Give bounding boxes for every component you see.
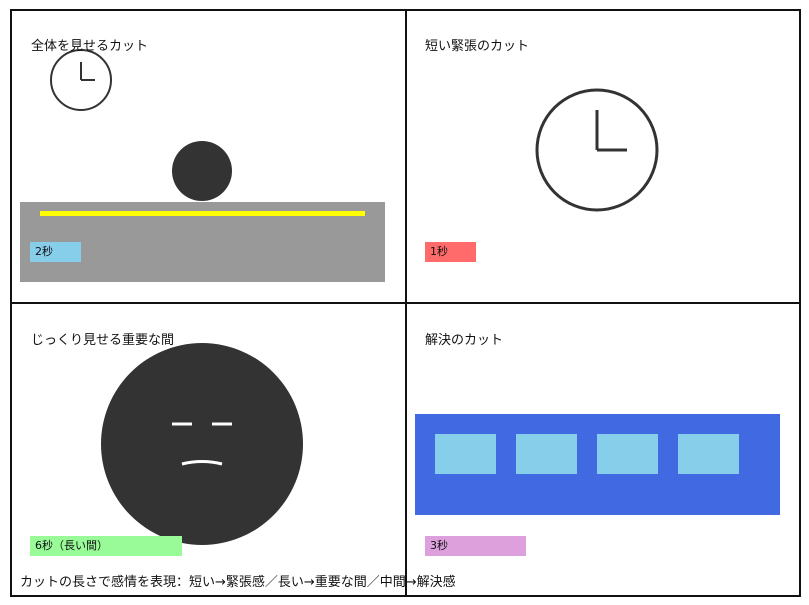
light-block-1 [435, 434, 496, 474]
panel-2-title: 短い緊張のカット [425, 39, 530, 54]
panel-frame-4 [405, 302, 801, 597]
duration-tag-1: 2秒 [30, 242, 81, 262]
panel-4-title: 解決のカット [425, 333, 504, 348]
caption: カットの長さで感情を表現：短い→緊張感／長い→重要な間／中間→解決感 [20, 575, 456, 590]
light-block-3 [597, 434, 658, 474]
duration-tag-2: 1秒 [425, 242, 476, 262]
light-block-4 [678, 434, 739, 474]
panel-1-title: 全体を見せるカット [31, 39, 149, 54]
small-clock-icon [50, 49, 112, 111]
character-head [172, 141, 232, 201]
light-block-2 [516, 434, 577, 474]
yellow-line [40, 211, 365, 216]
panel-3-title: じっくり見せる重要な間 [31, 333, 175, 348]
large-clock-icon [535, 88, 659, 212]
duration-tag-4: 3秒 [425, 536, 526, 556]
closeup-face [101, 343, 303, 545]
duration-tag-3: 6秒（長い間） [30, 536, 182, 556]
